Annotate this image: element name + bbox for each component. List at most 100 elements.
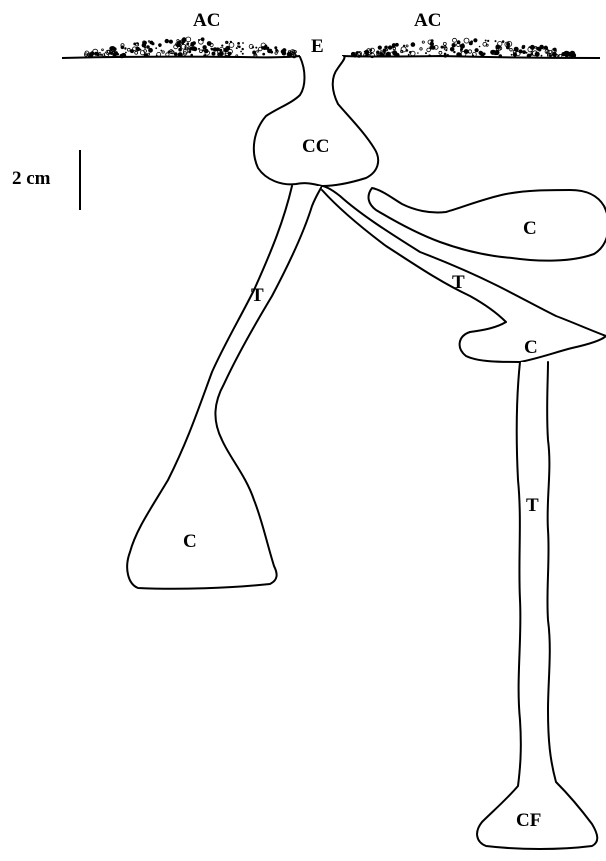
debris-particle bbox=[526, 52, 528, 54]
debris-particle bbox=[158, 43, 162, 47]
debris-particle bbox=[530, 53, 533, 56]
debris-particle bbox=[275, 49, 278, 52]
debris-particle bbox=[511, 54, 513, 56]
debris-particle bbox=[487, 40, 489, 42]
debris-particle bbox=[395, 53, 400, 58]
debris-particle bbox=[202, 45, 206, 49]
debris-particle bbox=[384, 46, 386, 48]
debris-particle bbox=[282, 51, 287, 56]
debris-particle bbox=[452, 43, 456, 47]
debris-particle bbox=[180, 46, 182, 48]
debris-particle bbox=[439, 51, 442, 54]
debris-particle bbox=[144, 47, 146, 49]
debris-particle bbox=[178, 52, 183, 57]
debris-particle bbox=[190, 54, 193, 57]
debris-particle bbox=[535, 52, 540, 57]
debris-particle bbox=[275, 52, 277, 54]
debris-particle bbox=[485, 40, 487, 42]
debris-particle bbox=[210, 48, 212, 50]
tunnel-deep-and-fungus-chamber bbox=[477, 362, 597, 849]
debris-particle bbox=[102, 49, 104, 51]
debris-particle bbox=[229, 43, 234, 48]
debris-particle bbox=[127, 48, 130, 51]
debris-particle bbox=[447, 54, 449, 56]
debris-particle bbox=[110, 52, 113, 55]
debris-particle bbox=[259, 47, 263, 51]
fungus-chamber-label: CF bbox=[516, 810, 541, 831]
debris-particle bbox=[207, 41, 212, 46]
debris-particle bbox=[498, 42, 502, 46]
debris-particle bbox=[236, 55, 238, 57]
debris-particle bbox=[174, 52, 178, 56]
debris-particle bbox=[240, 51, 242, 53]
debris-particle bbox=[162, 51, 164, 53]
debris-particle bbox=[422, 41, 424, 43]
debris-particle bbox=[450, 47, 455, 52]
debris-particle bbox=[469, 41, 473, 45]
debris-particle bbox=[506, 46, 510, 50]
entrance-and-central-chamber bbox=[254, 56, 378, 186]
debris-particle bbox=[267, 49, 271, 53]
debris-particle bbox=[538, 48, 541, 51]
debris-particle bbox=[386, 49, 388, 51]
debris-particle bbox=[169, 40, 173, 44]
debris-particle bbox=[242, 53, 244, 55]
debris-particle bbox=[178, 48, 182, 52]
chamber-mid-label: C bbox=[524, 337, 538, 358]
refuse-heap-label-right: AC bbox=[414, 10, 441, 31]
debris-particle bbox=[365, 54, 368, 57]
debris-particle bbox=[125, 52, 127, 54]
debris-particle bbox=[464, 38, 469, 43]
debris-particle bbox=[431, 46, 435, 50]
debris-particle bbox=[193, 47, 197, 51]
debris-particle bbox=[563, 51, 567, 55]
debris-particle bbox=[170, 51, 172, 53]
debris-particle bbox=[136, 42, 138, 44]
debris-particle bbox=[100, 54, 102, 56]
debris-particle bbox=[499, 54, 502, 57]
refuse-heap-left bbox=[84, 37, 296, 58]
debris-particle bbox=[472, 55, 474, 57]
debris-particle bbox=[188, 50, 191, 53]
tunnel-left-label: T bbox=[251, 285, 264, 306]
debris-particle bbox=[236, 47, 238, 49]
debris-particle bbox=[262, 53, 265, 56]
debris-particle bbox=[502, 40, 505, 43]
debris-particle bbox=[392, 46, 394, 48]
debris-particle bbox=[294, 54, 296, 56]
debris-particle bbox=[198, 48, 200, 50]
scale-label: 2 cm bbox=[12, 168, 51, 189]
debris-particle bbox=[364, 51, 366, 53]
debris-particle bbox=[573, 54, 576, 57]
debris-particle bbox=[187, 42, 190, 45]
debris-particle bbox=[411, 42, 416, 47]
debris-particle bbox=[148, 41, 150, 43]
debris-particle bbox=[130, 49, 134, 53]
debris-particle bbox=[386, 52, 391, 57]
debris-particle bbox=[430, 42, 434, 46]
debris-particle bbox=[221, 45, 223, 47]
debris-particle bbox=[124, 47, 126, 49]
debris-particle bbox=[242, 48, 244, 50]
debris-particle bbox=[201, 37, 205, 41]
debris-particle bbox=[121, 46, 125, 50]
entrance-label: E bbox=[311, 36, 324, 57]
chamber-left-label: C bbox=[183, 531, 197, 552]
debris-particle bbox=[114, 51, 118, 55]
debris-particle bbox=[409, 51, 412, 54]
debris-particle bbox=[531, 51, 533, 53]
debris-particle bbox=[401, 47, 406, 52]
debris-particle bbox=[274, 46, 277, 49]
debris-particle bbox=[456, 52, 461, 57]
debris-particle bbox=[376, 51, 379, 54]
debris-particle bbox=[453, 51, 455, 53]
debris-particle bbox=[522, 50, 526, 54]
chamber-right-label: C bbox=[523, 218, 537, 239]
debris-particle bbox=[155, 47, 157, 49]
debris-particle bbox=[255, 47, 257, 49]
debris-particle bbox=[425, 52, 427, 54]
debris-particle bbox=[427, 48, 431, 52]
debris-particle bbox=[212, 52, 216, 56]
debris-particle bbox=[553, 48, 557, 52]
